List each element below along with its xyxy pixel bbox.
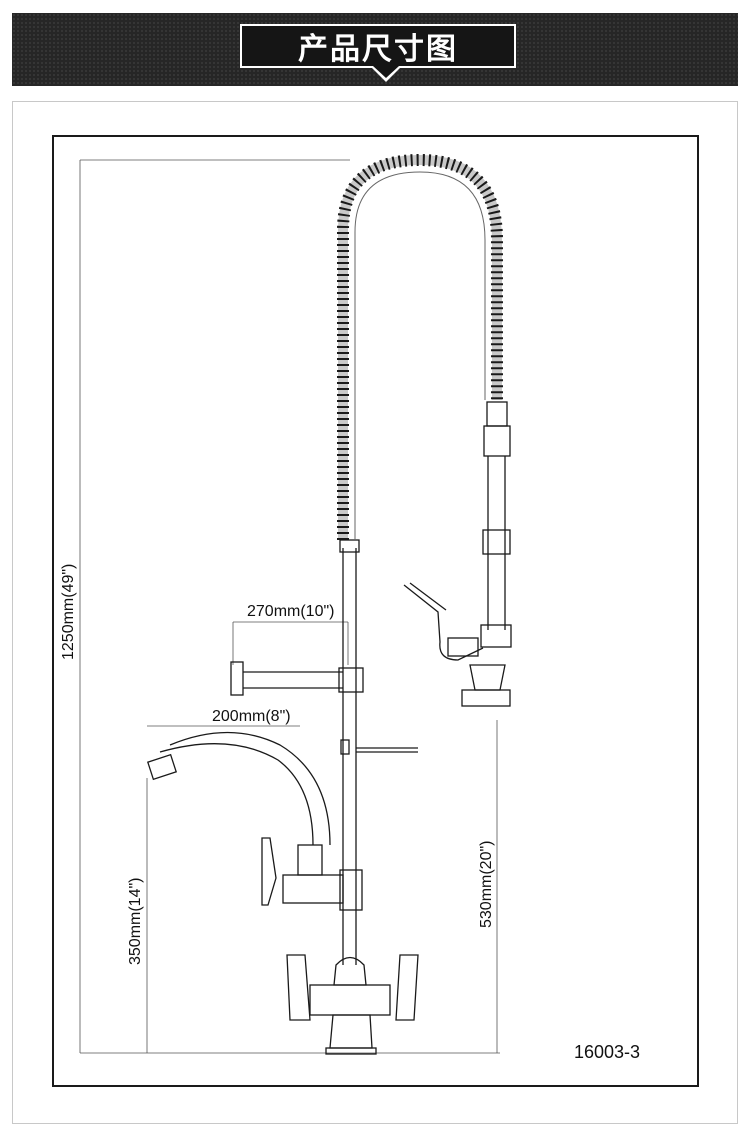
spring-coil [337,153,503,540]
outer-panel [12,101,738,1124]
wall-bracket [230,661,364,696]
header-banner: 产品尺寸图 [12,13,738,86]
base-valves [286,954,419,1055]
dim-spout-reach: 200mm(8") [212,708,291,725]
drawing-frame [52,135,699,1087]
dim-spray-height: 530mm(20") [478,840,495,928]
dimension-lines [79,159,500,1054]
title-notch-inner [373,66,399,78]
model-number: 16003-3 [574,1042,641,1062]
dim-wall-bracket-reach: 270mm(10") [247,603,335,620]
hook [340,739,418,755]
swing-spout [146,731,363,911]
spray-assembly [403,401,512,707]
dim-spout-height: 350mm(14") [127,877,144,965]
dim-total-height: 1250mm(49") [60,563,77,660]
page-title: 产品尺寸图 [298,32,458,67]
